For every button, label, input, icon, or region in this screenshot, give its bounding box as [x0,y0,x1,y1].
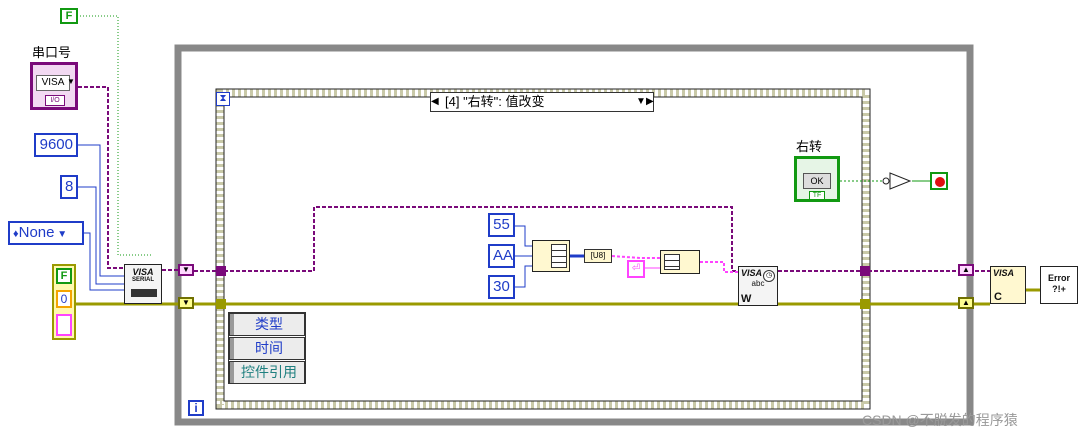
bool-false-constant-top[interactable]: F [60,8,78,24]
error-event-tunnel-left [216,299,226,309]
baud-rate-constant[interactable]: 9600 [34,133,78,157]
case-dropdown-icon[interactable]: ▼ [636,96,646,107]
error-handler-label: Error ?!+ [1047,273,1070,294]
visa-write-sub: abc [751,279,765,288]
simple-error-handler-vi[interactable]: Error ?!+ [1040,266,1078,304]
error-cluster-constant[interactable]: F 0 [52,264,76,340]
visa-event-tunnel-right [860,266,870,276]
event-data-time[interactable]: 时间 [229,337,305,360]
turn-right-label: 右转 [796,139,823,154]
concat-icon [664,254,680,270]
error-shift-register-right[interactable]: ▲ [958,297,974,309]
clock-icon: ◷ [763,270,775,282]
event-selector-label: [4] "右转": 值改变 [445,94,545,109]
visa-write-w: W [741,293,752,305]
ok-button: OK [803,173,831,189]
turn-right-button-terminal[interactable]: OK TF [794,156,840,202]
visa-wire-loop [194,206,740,272]
event-data-ctlref[interactable]: 控件引用 [229,361,305,384]
event-case-selector[interactable]: ◀ [4] "右转": 值改变 ▼ ▶ [430,92,654,112]
visa-resource-control[interactable]: VISA ▼ I/O [30,62,78,110]
visa-configure-serial-vi[interactable]: VISA SERIAL [124,264,162,304]
visa-wire-input [78,86,124,269]
visa-shift-register-right[interactable]: ▲ [958,264,974,276]
build-array-function[interactable] [532,240,570,272]
visa-event-tunnel-left [216,266,226,276]
serial-connector-icon [131,289,157,297]
error-event-tunnel-right [860,299,870,309]
parity-enum-constant[interactable]: ♦None ▼ [8,221,84,245]
string-constant[interactable]: ⏎ [627,260,645,278]
error-shift-register-left[interactable]: ▼ [178,297,194,309]
concatenate-strings-function[interactable] [660,250,700,274]
parity-value: None [18,224,55,241]
event-structure-frame [216,89,870,409]
bool-wire-top [80,15,152,256]
visa-serial-sub: SERIAL [131,277,154,283]
array-grid-icon [551,244,567,268]
enum-arrows-icon: ♦ [13,228,19,240]
visa-serial-title: VISA [132,267,154,277]
hex-constant-55[interactable]: 55 [488,213,515,237]
error-status-bool: F [56,268,72,284]
not-function [889,172,912,190]
visa-close-vi[interactable]: VISA C [990,266,1026,304]
hex-constant-30[interactable]: 30 [488,275,515,299]
dropdown-arrow-icon: ▼ [67,77,75,86]
loop-iteration-terminal[interactable]: i [188,400,204,416]
while-loop-frame [174,44,974,426]
visa-close-title: VISA [993,268,1015,278]
event-data-node: 类型 时间 控件引用 [228,312,306,384]
visa-shift-register-left[interactable]: ▼ [178,264,194,276]
visa-write-title: VISA [741,268,763,278]
byte-array-to-string-function[interactable]: [U8] [584,249,612,263]
serial-port-label: 串口号 [32,45,72,60]
hourglass-icon[interactable]: ⧗ [216,92,230,106]
error-source-string [56,314,72,336]
error-code-value: 0 [56,290,72,308]
chevron-down-icon: ▼ [54,229,68,240]
visa-write-vi[interactable]: VISA abc W ◷ [738,266,778,306]
tf-badge: TF [809,191,825,200]
stop-icon [935,177,945,187]
event-data-type[interactable]: 类型 [229,313,305,336]
hex-constant-aa[interactable]: AA [488,244,515,268]
watermark: CSDN @不脱发的程序猿 [862,412,1018,428]
next-case-icon[interactable]: ▶ [646,96,654,107]
data-bits-constant[interactable]: 8 [60,175,78,199]
prev-case-icon[interactable]: ◀ [431,96,439,107]
stop-terminal[interactable] [930,172,948,190]
visa-close-sub: C [994,291,1002,303]
visa-resource-value: VISA [36,75,70,91]
visa-io-badge: I/O [45,95,65,106]
